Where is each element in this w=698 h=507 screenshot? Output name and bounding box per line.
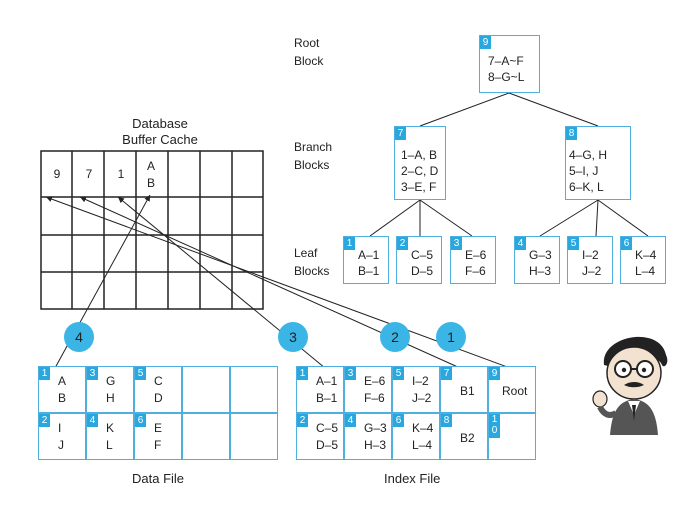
block-number: 7 [395, 127, 406, 140]
cache-slot-2: 7 [85, 167, 93, 181]
node-line: 3–E, F [401, 180, 437, 194]
block-number: 9 [480, 36, 491, 49]
data-block [182, 366, 230, 413]
cache-slot-4: A B [146, 159, 155, 190]
block-number: 6 [621, 237, 632, 250]
data-block [230, 366, 278, 413]
node-line: 6–K, L [569, 180, 604, 194]
block-number: 8 [566, 127, 577, 140]
block-number: 2 [397, 237, 408, 250]
step-1-badge: 1 [436, 322, 466, 352]
data-block [182, 413, 230, 460]
index-block: 1 0 [488, 413, 536, 460]
node-line: 8–G~L [488, 70, 525, 84]
block-number: 1 [344, 237, 355, 250]
data-file-label: Data File [132, 471, 185, 486]
data-block [230, 413, 278, 460]
index-file-label: Index File [384, 471, 441, 486]
cartoon-teacher-icon [592, 336, 668, 435]
node-line: 4–G, H [569, 148, 608, 162]
node-line: 5–I, J [569, 164, 599, 178]
step-3-badge: 3 [278, 322, 308, 352]
root-block: 9 7–A~F 8–G~L [479, 35, 540, 93]
cache-slot-3: 1 [117, 167, 125, 181]
branch-block-7: 7 1–A, B 2–C, D 3–E, F [394, 126, 446, 200]
branch-block-8: 8 4–G, H 5–I, J 6–K, L [565, 126, 631, 200]
node-line: 7–A~F [488, 54, 524, 68]
step-2-badge: 2 [380, 322, 410, 352]
node-line: 2–C, D [401, 164, 439, 178]
block-number: 3 [451, 237, 462, 250]
block-number: 4 [515, 237, 526, 250]
node-line: 1–A, B [401, 148, 438, 162]
block-number: 5 [568, 237, 579, 250]
buffer-cache-grid [40, 150, 264, 310]
cache-slot-1: 9 [53, 167, 61, 181]
step-4-badge: 4 [64, 322, 94, 352]
